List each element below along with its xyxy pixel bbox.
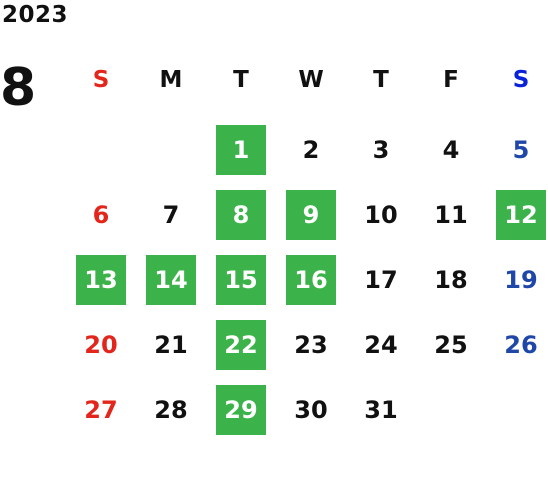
day-25[interactable]: 25 — [434, 331, 468, 359]
day-31[interactable]: 31 — [364, 396, 398, 424]
day-4[interactable]: 4 — [442, 136, 460, 164]
day-22[interactable]: 22 — [216, 320, 266, 370]
day-21[interactable]: 21 — [154, 331, 188, 359]
day-5[interactable]: 5 — [512, 136, 530, 164]
weekday-header-sat: S — [512, 67, 530, 93]
day-17[interactable]: 17 — [364, 266, 398, 294]
day-13[interactable]: 13 — [76, 255, 126, 305]
day-14[interactable]: 14 — [146, 255, 196, 305]
day-23[interactable]: 23 — [294, 331, 328, 359]
day-24[interactable]: 24 — [364, 331, 398, 359]
day-6[interactable]: 6 — [92, 201, 110, 229]
day-29[interactable]: 29 — [216, 385, 266, 435]
day-28[interactable]: 28 — [154, 396, 188, 424]
day-10[interactable]: 10 — [364, 201, 398, 229]
day-9[interactable]: 9 — [286, 190, 336, 240]
weekday-header-wed: W — [298, 67, 324, 93]
day-19[interactable]: 19 — [504, 266, 538, 294]
day-1[interactable]: 1 — [216, 125, 266, 175]
day-8[interactable]: 8 — [216, 190, 266, 240]
year-label: 2023 — [2, 2, 69, 28]
day-15[interactable]: 15 — [216, 255, 266, 305]
weekday-header-thu: T — [373, 67, 389, 93]
weekday-header-tue: T — [233, 67, 249, 93]
day-26[interactable]: 26 — [504, 331, 538, 359]
month-label: 8 — [0, 58, 37, 118]
day-16[interactable]: 16 — [286, 255, 336, 305]
day-7[interactable]: 7 — [162, 201, 180, 229]
day-18[interactable]: 18 — [434, 266, 468, 294]
weekday-header-mon: M — [159, 67, 183, 93]
day-20[interactable]: 20 — [84, 331, 118, 359]
day-30[interactable]: 30 — [294, 396, 328, 424]
day-2[interactable]: 2 — [302, 136, 320, 164]
day-12[interactable]: 12 — [496, 190, 546, 240]
day-27[interactable]: 27 — [84, 396, 118, 424]
day-11[interactable]: 11 — [434, 201, 468, 229]
weekday-header-fri: F — [443, 67, 459, 93]
weekday-header-sun: S — [92, 67, 110, 93]
day-3[interactable]: 3 — [372, 136, 390, 164]
